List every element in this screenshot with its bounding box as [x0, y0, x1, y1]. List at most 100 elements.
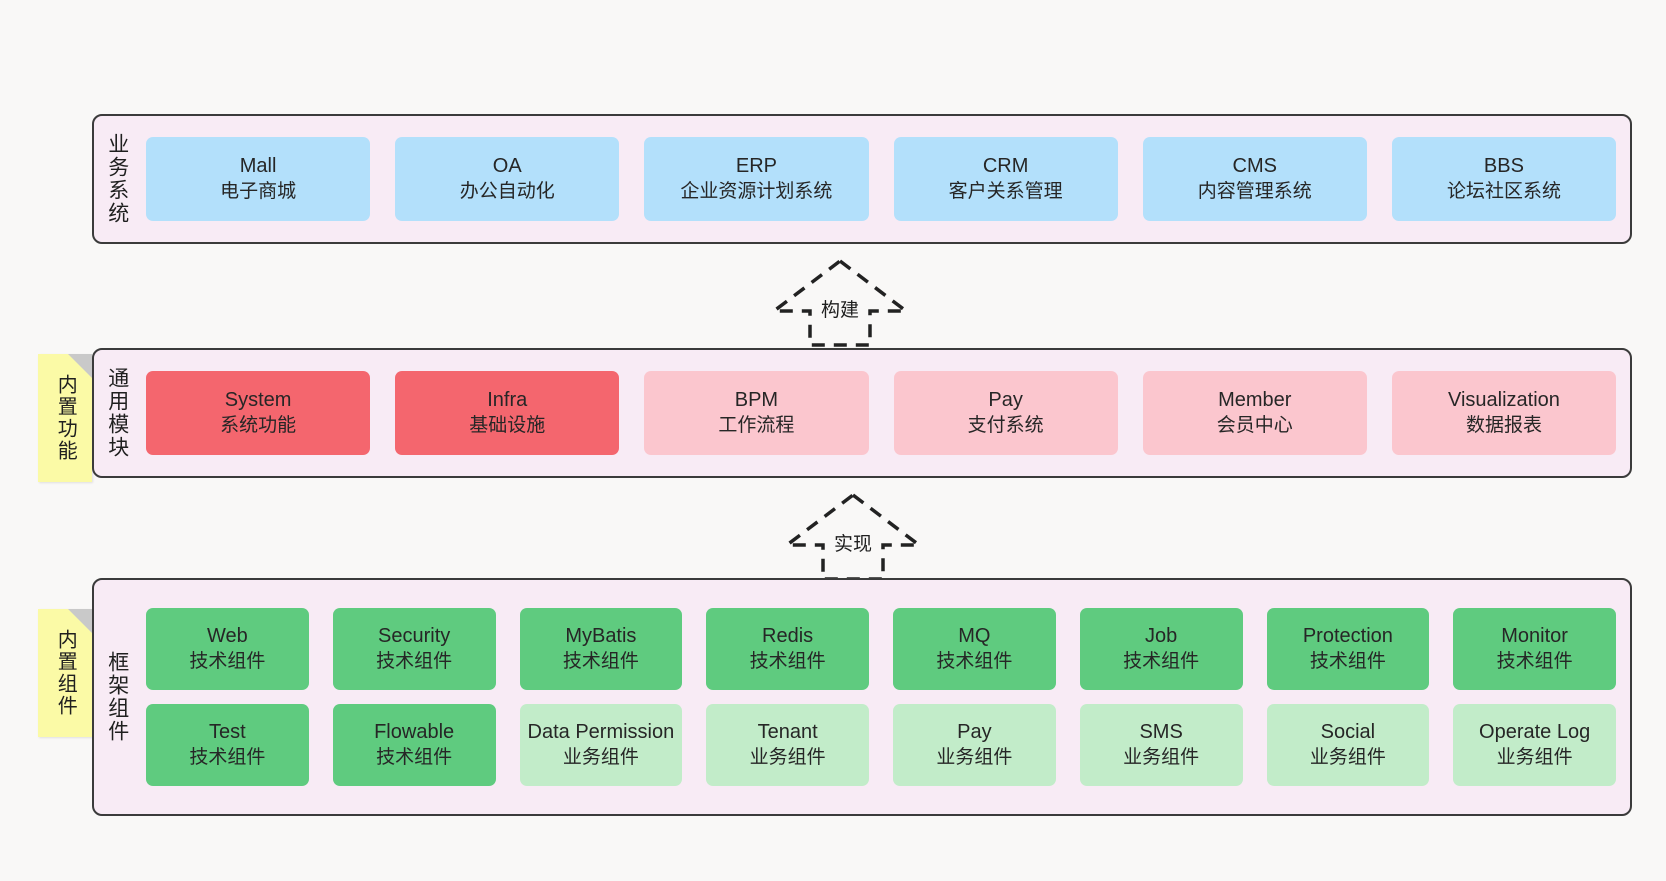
card-subtitle: 业务组件	[1123, 746, 1200, 768]
card-social[interactable]: Social 业务组件	[1266, 704, 1430, 786]
tier-body-business-systems: Mall 电子商城 OA 办公自动化 ERP 企业资源计划系统 CRM 客户关系…	[140, 116, 1630, 242]
card-subtitle: 数据报表	[1465, 414, 1542, 436]
card-subtitle: 电子商城	[220, 180, 297, 202]
dashed-up-arrow-icon	[781, 492, 925, 581]
card-infra[interactable]: Infra 基础设施	[395, 371, 620, 455]
card-subtitle: 业务组件	[936, 746, 1013, 768]
card-title: MQ	[958, 625, 991, 648]
connector-implement: 实现	[773, 489, 933, 581]
tier-label-framework-components: 框架组件	[105, 651, 129, 743]
connector-build: 构建	[760, 255, 920, 347]
card-subtitle: 客户关系管理	[948, 180, 1063, 202]
card-mq[interactable]: MQ 技术组件	[893, 608, 1056, 690]
card-subtitle: 支付系统	[967, 414, 1044, 436]
card-row-technical: Web 技术组件 Security 技术组件 MyBatis 技术组件 Redi…	[146, 608, 1616, 690]
card-title: ERP	[735, 155, 777, 178]
card-title: Operate Log	[1479, 721, 1591, 744]
card-bbs[interactable]: BBS 论坛社区系统	[1391, 137, 1617, 221]
card-title: Member	[1218, 389, 1292, 412]
note-fold-corner-icon	[68, 609, 92, 633]
card-subtitle: 技术组件	[1309, 650, 1386, 672]
card-sms[interactable]: SMS 业务组件	[1079, 704, 1243, 786]
card-data-permission[interactable]: Data Permission 业务组件	[519, 704, 683, 786]
card-crm[interactable]: CRM 客户关系管理	[893, 137, 1118, 221]
card-subtitle: 论坛社区系统	[1446, 180, 1561, 202]
card-oa[interactable]: OA 办公自动化	[395, 137, 620, 221]
card-member[interactable]: Member 会员中心	[1142, 371, 1367, 455]
card-monitor[interactable]: Monitor 技术组件	[1453, 608, 1616, 690]
card-mall[interactable]: Mall 电子商城	[146, 137, 371, 221]
note-builtin-features: 内置功能	[38, 354, 92, 482]
card-title: Infra	[487, 389, 528, 412]
card-subtitle: 基础设施	[469, 414, 546, 436]
card-subtitle: 技术组件	[189, 650, 266, 672]
tier-business-systems: 业务系统 Mall 电子商城 OA 办公自动化 ERP 企业资源计划系统 CRM…	[92, 114, 1632, 244]
note-fold-corner-icon	[68, 354, 92, 378]
card-title: BPM	[734, 389, 779, 412]
card-title: Tenant	[757, 721, 818, 744]
card-security[interactable]: Security 技术组件	[332, 608, 496, 690]
card-system[interactable]: System 系统功能	[146, 371, 371, 455]
card-subtitle: 工作流程	[718, 414, 795, 436]
card-row-business: Test 技术组件 Flowable 技术组件 Data Permission …	[146, 704, 1616, 786]
card-title: OA	[492, 155, 522, 178]
dashed-up-arrow-icon	[768, 258, 912, 347]
card-erp[interactable]: ERP 企业资源计划系统	[644, 137, 869, 221]
card-bpm[interactable]: BPM 工作流程	[644, 371, 869, 455]
tier-label-common-modules: 通用模块	[105, 367, 129, 459]
card-title: Job	[1145, 625, 1178, 648]
card-protection[interactable]: Protection 技术组件	[1266, 608, 1430, 690]
card-title: BBS	[1483, 155, 1524, 178]
card-pay-module[interactable]: Pay 支付系统	[893, 371, 1118, 455]
card-web[interactable]: Web 技术组件	[146, 608, 309, 690]
card-title: Web	[206, 625, 248, 648]
card-subtitle: 内容管理系统	[1197, 180, 1312, 202]
card-subtitle: 技术组件	[189, 746, 266, 768]
card-operate-log[interactable]: Operate Log 业务组件	[1453, 704, 1616, 786]
card-title: System	[224, 389, 292, 412]
note-label: 内置功能	[54, 374, 77, 462]
card-title: Test	[209, 721, 246, 744]
card-title: Pay	[957, 721, 992, 744]
card-subtitle: 技术组件	[562, 650, 639, 672]
tier-label-business-systems: 业务系统	[105, 133, 129, 225]
card-pay-component[interactable]: Pay 业务组件	[893, 704, 1056, 786]
card-subtitle: 业务组件	[749, 746, 826, 768]
card-subtitle: 业务组件	[1309, 746, 1386, 768]
card-title: Protection	[1302, 625, 1393, 648]
card-subtitle: 技术组件	[1123, 650, 1200, 672]
tier-framework-components: 框架组件 Web 技术组件 Security 技术组件 MyBatis 技术组件…	[92, 578, 1632, 816]
card-flowable[interactable]: Flowable 技术组件	[332, 704, 496, 786]
card-title: Data Permission	[527, 721, 675, 744]
card-subtitle: 技术组件	[376, 746, 453, 768]
card-title: SMS	[1139, 721, 1183, 744]
card-cms[interactable]: CMS 内容管理系统	[1142, 137, 1367, 221]
card-title: Redis	[762, 625, 814, 648]
card-subtitle: 技术组件	[1496, 650, 1573, 672]
card-subtitle: 企业资源计划系统	[680, 180, 833, 202]
card-subtitle: 系统功能	[220, 414, 297, 436]
card-title: Social	[1320, 721, 1376, 744]
card-subtitle: 技术组件	[749, 650, 826, 672]
card-title: Security	[378, 625, 451, 648]
tier-body-framework-components: Web 技术组件 Security 技术组件 MyBatis 技术组件 Redi…	[140, 580, 1630, 814]
card-title: CMS	[1232, 155, 1277, 178]
card-subtitle: 业务组件	[562, 746, 639, 768]
card-title: Visualization	[1447, 389, 1560, 412]
card-title: Mall	[239, 155, 277, 178]
card-subtitle: 技术组件	[376, 650, 453, 672]
card-redis[interactable]: Redis 技术组件	[706, 608, 869, 690]
card-test[interactable]: Test 技术组件	[146, 704, 309, 786]
note-label: 内置组件	[54, 629, 77, 717]
card-mybatis[interactable]: MyBatis 技术组件	[519, 608, 683, 690]
card-title: CRM	[982, 155, 1029, 178]
card-subtitle: 技术组件	[936, 650, 1013, 672]
card-tenant[interactable]: Tenant 业务组件	[706, 704, 869, 786]
card-visualization[interactable]: Visualization 数据报表	[1391, 371, 1617, 455]
card-subtitle: 会员中心	[1216, 414, 1293, 436]
tier-common-modules: 通用模块 System 系统功能 Infra 基础设施 BPM 工作流程 Pay…	[92, 348, 1632, 478]
card-subtitle: 业务组件	[1496, 746, 1573, 768]
card-title: MyBatis	[565, 625, 637, 648]
card-job[interactable]: Job 技术组件	[1079, 608, 1243, 690]
